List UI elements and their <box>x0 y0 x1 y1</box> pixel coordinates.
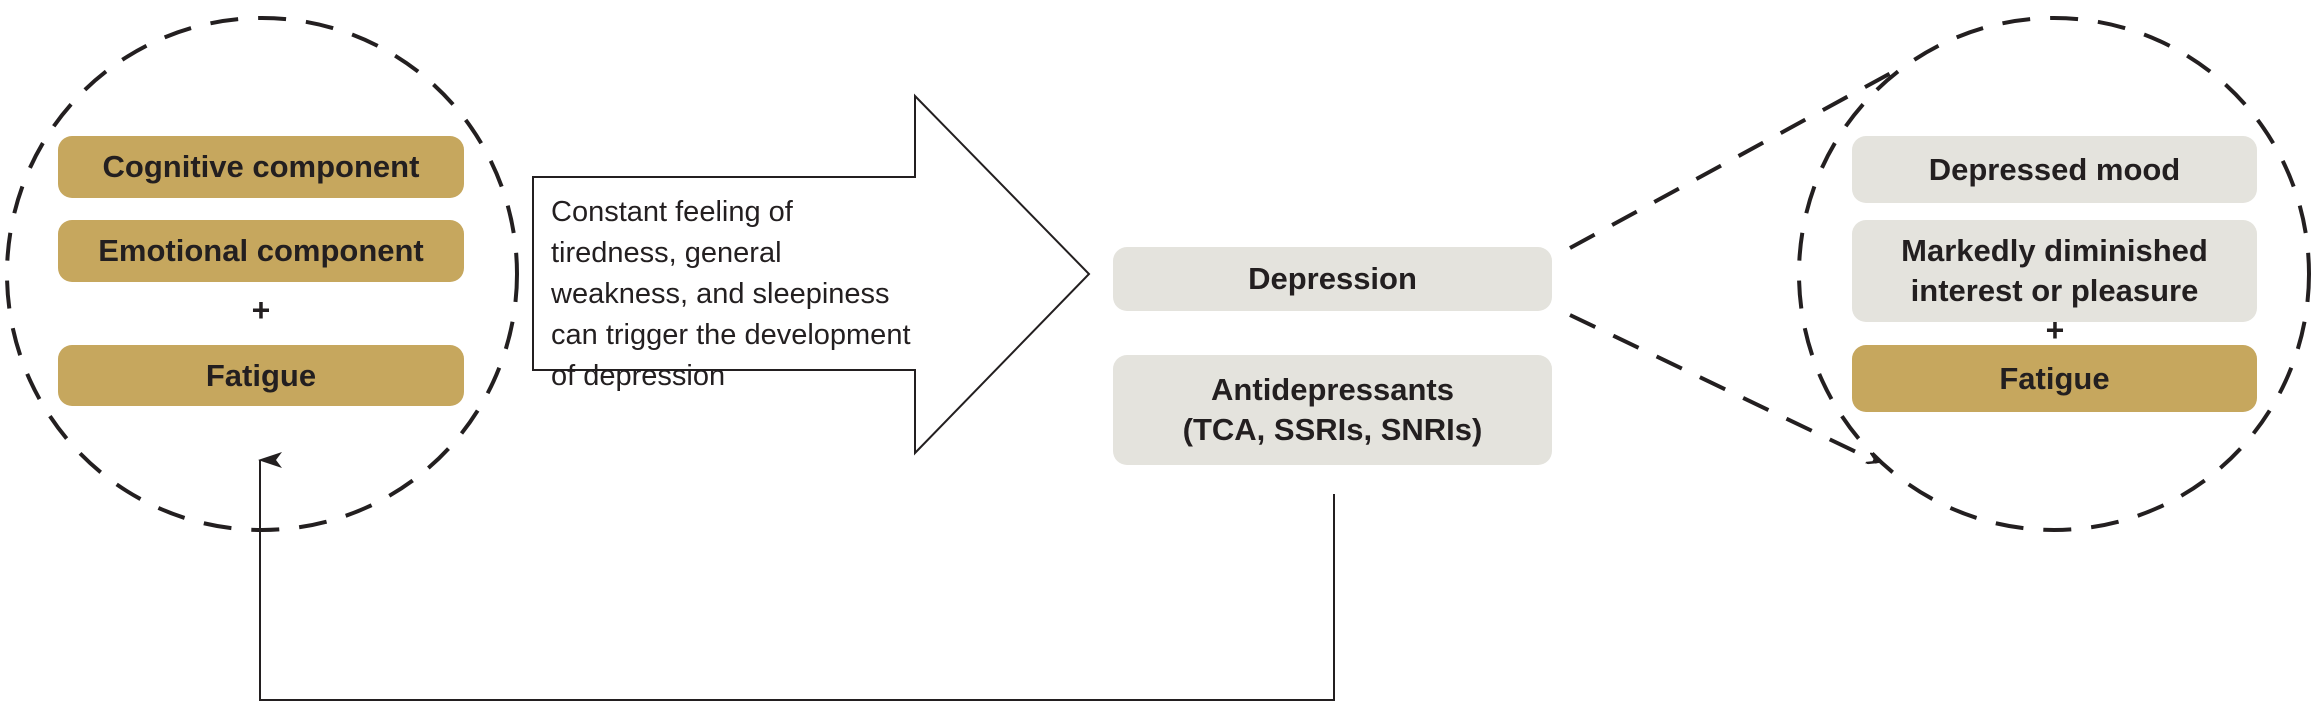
zoom-dashed-line-upper <box>1569 66 1901 250</box>
right-fatigue-box: Fatigue <box>1852 345 2257 412</box>
diminished-interest-box: Markedly diminished interest or pleasure <box>1852 220 2257 322</box>
right-plus-sign: + <box>2045 312 2065 348</box>
left-dashed-ellipse <box>5 16 519 532</box>
big-arrow-shape <box>532 93 1091 456</box>
cognitive-component-box: Cognitive component <box>58 136 464 198</box>
antidepressants-box: Antidepressants (TCA, SSRIs, SNRIs) <box>1113 355 1552 465</box>
emotional-component-box: Emotional component <box>58 220 464 282</box>
left-plus-sign: + <box>251 292 271 328</box>
right-dashed-ellipse <box>1797 16 2311 532</box>
zoom-dashed-line-lower <box>1569 313 1877 462</box>
arrow-description: Constant feeling of tiredness, general w… <box>551 196 911 392</box>
left-fatigue-box: Fatigue <box>58 345 464 406</box>
feedback-connector-line <box>258 452 1335 701</box>
depression-box: Depression <box>1113 247 1552 311</box>
depressed-mood-box: Depressed mood <box>1852 136 2257 203</box>
